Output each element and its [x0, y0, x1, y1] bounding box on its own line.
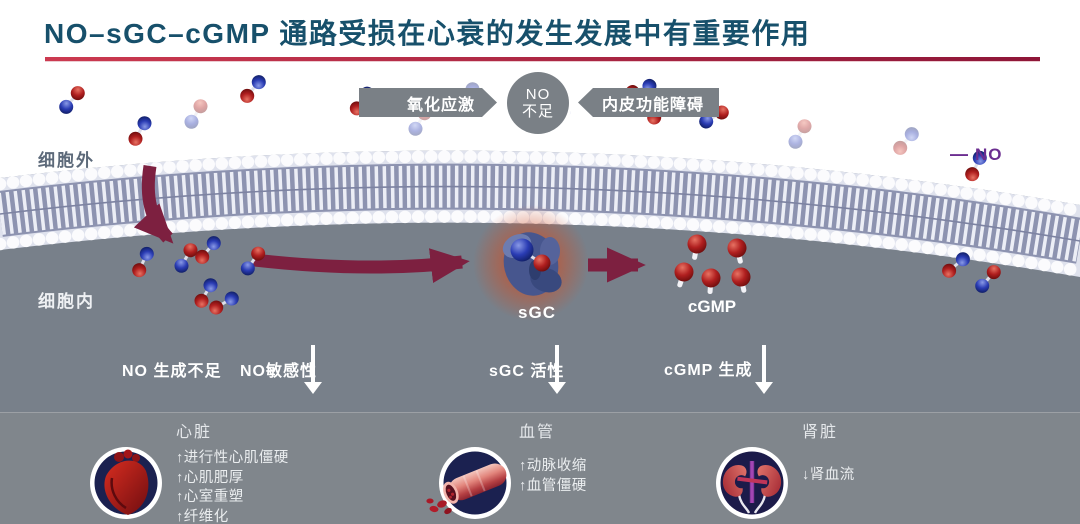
vessel-icon	[426, 447, 511, 519]
no-deficiency-circle: NO 不足	[507, 72, 569, 134]
decrease-arrow-icon	[755, 345, 773, 395]
vessel-card: 血管 ↑动脉收缩 ↑血管僵硬	[426, 413, 587, 521]
kidney-effects-list: ↓肾血流	[802, 466, 855, 486]
no-molecule-icon	[965, 150, 987, 182]
kidney-card: 肾脏 ↓肾血流	[714, 413, 855, 521]
no-circle-line1: NO	[525, 85, 551, 103]
heart-title: 心脏	[176, 424, 213, 441]
organ-effect-item: ↑心肌肥厚	[176, 469, 244, 486]
legend-dash: —	[950, 144, 968, 164]
no-legend: — NO	[946, 144, 1003, 165]
intracellular-label: 细胞内	[38, 292, 95, 311]
page-title: NO–sGC–cGMP 通路受损在心衰的发生发展中有重要作用	[44, 18, 811, 49]
membrane-entry-arrow	[133, 164, 174, 244]
oxidative-stress-label: 氧化应激	[406, 96, 475, 114]
step-no-production: NO 生成不足	[122, 363, 222, 380]
no-to-sgc-arrow	[253, 248, 470, 284]
kidney-icon	[716, 447, 788, 519]
sgc-protein-icon	[473, 205, 589, 321]
step-sgc-activity: sGC 活性	[489, 363, 565, 380]
legend-no-label: NO	[975, 144, 1003, 164]
oxidative-stress-banner: 氧化应激	[359, 88, 497, 117]
heart-effects-list: ↑进行性心肌僵硬 ↑心肌肥厚 ↑心室重塑 ↑纤维化	[176, 449, 289, 524]
step-cgmp-production: cGMP 生成	[664, 362, 753, 379]
cgmp-label: cGMP	[687, 297, 737, 316]
kidney-title: 肾脏	[802, 424, 839, 441]
decrease-arrow-icon	[304, 345, 322, 395]
organ-effect-item: ↑心室重塑	[176, 489, 244, 505]
organ-effects-panel: 心脏 ↑进行性心肌僵硬 ↑心肌肥厚 ↑心室重塑 ↑纤维化	[0, 412, 1080, 524]
extracellular-label: 细胞外	[38, 151, 95, 170]
endothelial-dysfunction-banner: 内皮功能障碍	[578, 88, 719, 117]
pathway-arrows	[133, 164, 646, 284]
organ-effect-item: ↓肾血流	[802, 467, 855, 483]
organ-effect-item: ↑进行性心肌僵硬	[176, 450, 289, 466]
organ-effect-item: ↑动脉收缩	[519, 458, 587, 474]
cgmp-molecules	[674, 234, 751, 294]
heart-icon	[90, 447, 162, 519]
organ-effect-item: ↑血管僵硬	[519, 477, 587, 494]
endothelial-dysfunction-label: 内皮功能障碍	[602, 96, 705, 114]
organ-effect-item: ↑纤维化	[176, 508, 229, 524]
heart-card: 心脏 ↑进行性心肌僵硬 ↑心肌肥厚 ↑心室重塑 ↑纤维化	[88, 413, 289, 524]
vessel-effects-list: ↑动脉收缩 ↑血管僵硬	[519, 457, 587, 496]
decrease-arrow-icon	[548, 345, 566, 395]
vessel-title: 血管	[519, 424, 556, 441]
step-no-sensitivity: NO敏感性	[240, 363, 318, 380]
sgc-label: sGC	[518, 303, 556, 322]
no-circle-line2: 不足	[521, 103, 554, 120]
title-underline	[45, 57, 1040, 62]
